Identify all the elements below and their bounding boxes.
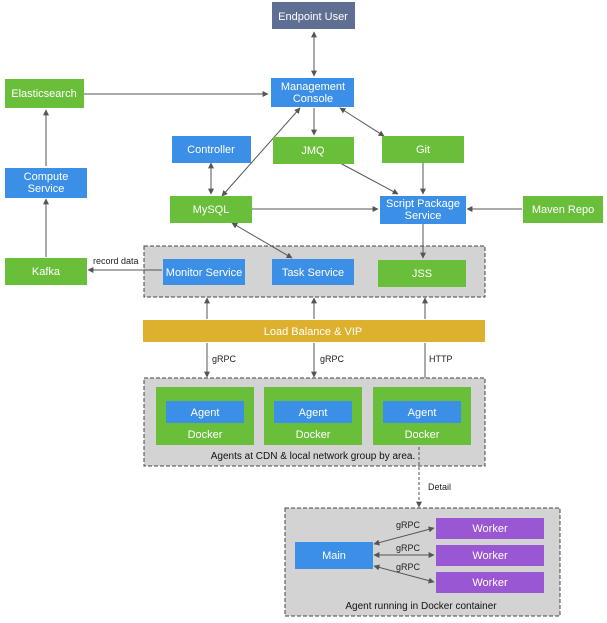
jss-label: JSS [412, 268, 432, 280]
worker-node-3 [436, 572, 544, 593]
script-package-service-label-1: Script Package [386, 198, 460, 210]
edge-console-git [339, 107, 385, 137]
agent-label-2: Agent [299, 407, 328, 419]
grpc-label-worker-1: gRPC [396, 520, 421, 530]
endpoint-user-label: Endpoint User [278, 11, 348, 23]
monitor-service-node [163, 259, 245, 285]
docker-group-caption: Agent running in Docker container [345, 601, 497, 612]
grpc-label-1: gRPC [212, 354, 237, 364]
edges [43, 31, 522, 584]
maven-repo-label: Maven Repo [532, 204, 594, 216]
docker-label-2: Docker [296, 429, 331, 441]
compute-service-label-2: Service [28, 183, 65, 195]
grpc-label-worker-3: gRPC [396, 562, 421, 572]
agent-node-3 [383, 401, 461, 423]
jmq-label: JMQ [301, 145, 325, 157]
edge-jmq-script [339, 162, 399, 195]
docker-label-1: Docker [188, 429, 223, 441]
agent-label-3: Agent [408, 407, 437, 419]
controller-node [172, 136, 251, 163]
script-package-service-label-2: Service [405, 210, 442, 222]
management-console-node [271, 78, 354, 107]
worker-node-1 [436, 518, 544, 539]
http-label: HTTP [429, 354, 453, 364]
management-console-label-2: Console [293, 93, 333, 105]
mysql-node [170, 196, 252, 223]
elasticsearch-node [5, 79, 84, 108]
agents-group-caption: Agents at CDN & local network group by a… [211, 451, 416, 462]
kafka-label: Kafka [32, 266, 61, 278]
maven-repo-node [523, 196, 603, 223]
controller-label: Controller [187, 144, 235, 156]
record-data-label: record data [93, 256, 139, 266]
kafka-node [5, 258, 87, 285]
grpc-label-2: gRPC [320, 354, 345, 364]
edge-console-mysql [221, 107, 301, 197]
edge-mysql-task [231, 222, 293, 259]
git-label: Git [416, 144, 430, 156]
load-balance-label: Load Balance & VIP [264, 326, 362, 338]
script-package-service-node [380, 196, 466, 224]
main-node [295, 542, 373, 569]
worker-label-1: Worker [472, 523, 508, 535]
endpoint-user-node [272, 2, 355, 29]
git-node [382, 136, 464, 163]
docker-label-3: Docker [405, 429, 440, 441]
worker-label-2: Worker [472, 550, 508, 562]
main-label: Main [322, 550, 346, 562]
agent-label-1: Agent [191, 407, 220, 419]
load-balance-bar [143, 320, 485, 342]
monitor-service-label: Monitor Service [166, 267, 242, 279]
edge-main-worker-3 [373, 564, 435, 584]
agent-node-1 [166, 401, 244, 423]
grpc-label-worker-2: gRPC [396, 543, 421, 553]
compute-service-node [5, 168, 87, 198]
task-service-label: Task Service [282, 267, 344, 279]
detail-label: Detail [428, 482, 451, 492]
worker-node-2 [436, 545, 544, 566]
jss-node [378, 260, 466, 287]
task-service-node [272, 259, 354, 285]
mysql-label: MySQL [193, 204, 230, 216]
edge-main-worker-1 [373, 526, 435, 546]
jmq-node [273, 137, 354, 164]
worker-label-3: Worker [472, 577, 508, 589]
elasticsearch-label: Elasticsearch [11, 88, 76, 100]
agent-node-2 [274, 401, 352, 423]
compute-service-label-1: Compute [24, 171, 69, 183]
management-console-label-1: Management [281, 81, 345, 93]
